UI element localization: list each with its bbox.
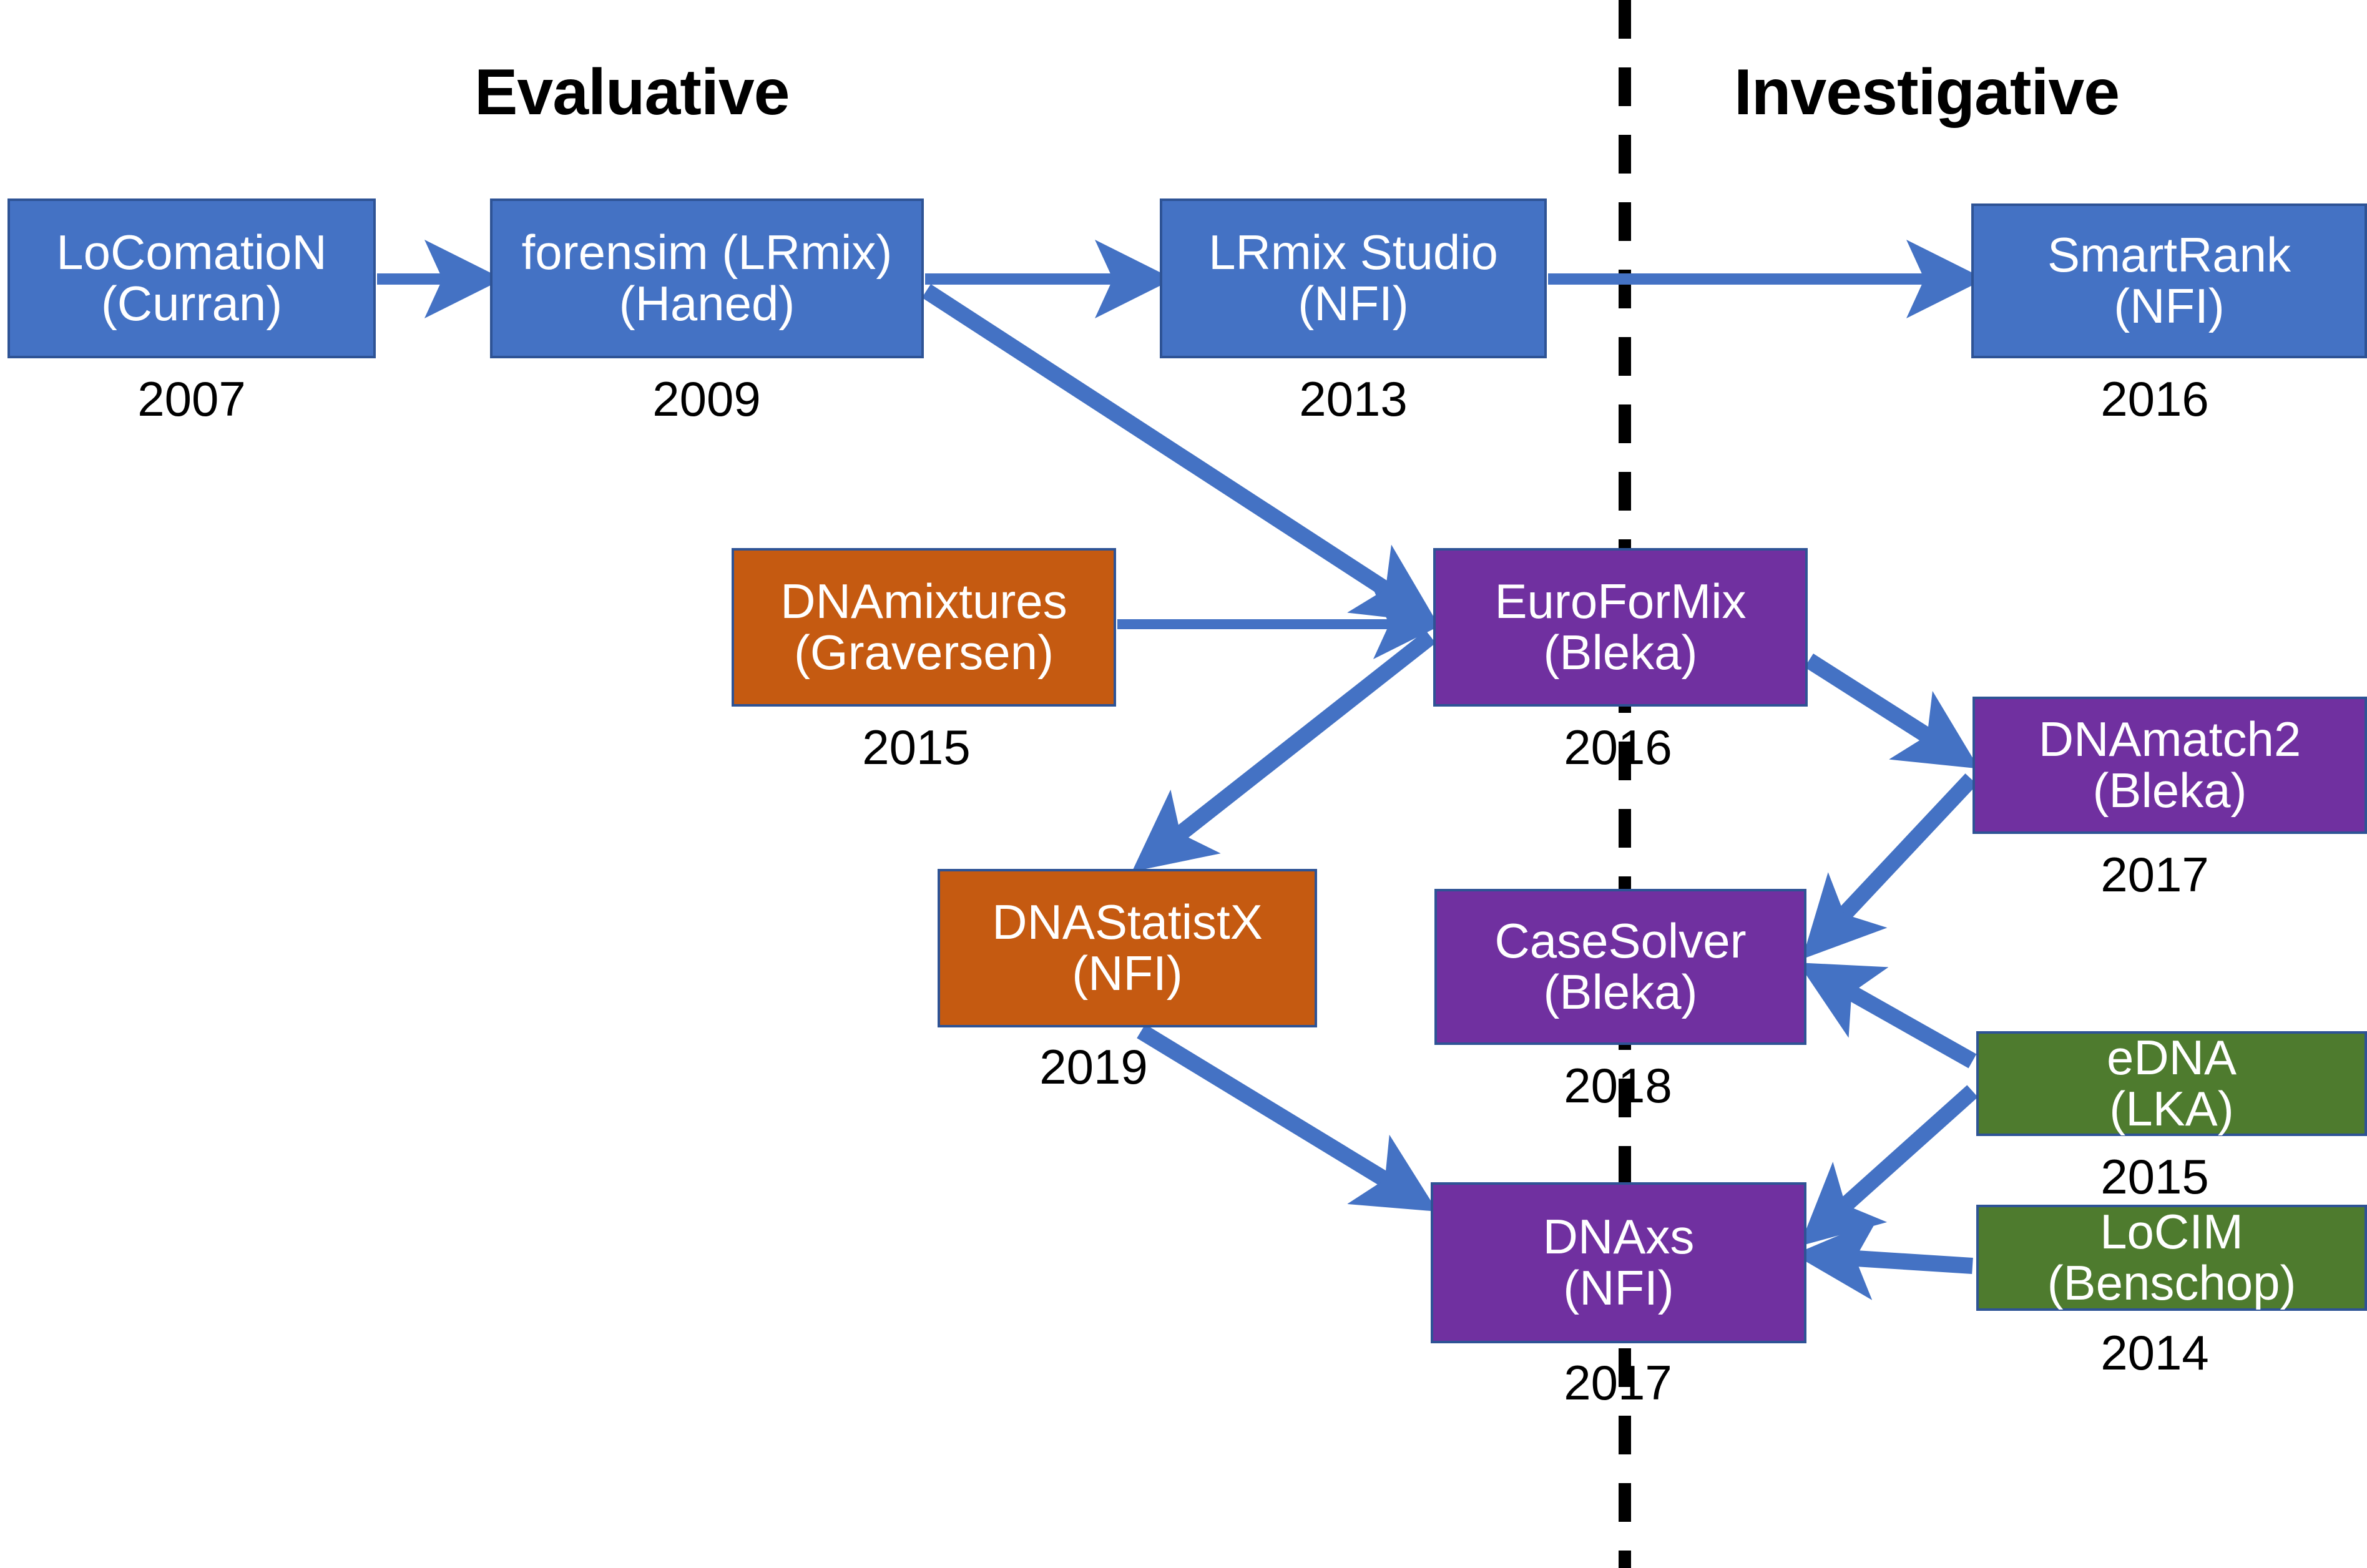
node-author: (NFI) [1298, 276, 1409, 331]
node-dnamixtures[interactable]: DNAmixtures (Graversen) [732, 548, 1116, 707]
section-title-investigative: Investigative [1734, 56, 2120, 129]
edge-euroformix-to-dnamatch2 [1805, 654, 1979, 769]
node-locim[interactable]: LoCIM (Benschop) [1976, 1205, 2367, 1311]
node-author: (Benschop) [2047, 1255, 2296, 1310]
edge-edna-to-casesolver [1798, 963, 1977, 1069]
year-locomation: 2007 [137, 371, 246, 426]
node-title: LoComatioN [56, 225, 327, 280]
node-author: (Haned) [619, 276, 795, 331]
node-title: DNAmixtures [780, 574, 1067, 629]
node-title: DNAxs [1542, 1209, 1695, 1265]
year-dnamixtures: 2015 [862, 720, 971, 775]
section-title-evaluative: Evaluative [474, 56, 790, 129]
node-dnastatistx[interactable]: DNAStatistX (NFI) [938, 869, 1317, 1027]
node-title: forensim (LRmix) [521, 225, 893, 280]
node-author: (Bleka) [1543, 964, 1698, 1019]
node-author: (Bleka) [1543, 625, 1698, 680]
node-author: (NFI) [1072, 946, 1183, 1001]
edge-euroformix-to-dnastatistx [1132, 630, 1436, 872]
edge-edna-to-dnaxs [1799, 1085, 1978, 1247]
year-lrmix-studio: 2013 [1299, 371, 1408, 426]
year-dnamatch2: 2017 [2100, 847, 2209, 902]
year-euroformix: 2016 [1564, 720, 1672, 775]
year-smartrank: 2016 [2100, 371, 2209, 426]
node-title: SmartRank [2047, 227, 2291, 283]
node-dnamatch2[interactable]: DNAmatch2 (Bleka) [1972, 697, 2367, 834]
node-euroformix[interactable]: EuroForMix (Bleka) [1433, 548, 1808, 707]
node-title: DNAmatch2 [2038, 712, 2301, 767]
node-author: (LKA) [2109, 1081, 2234, 1136]
node-author: (Graversen) [793, 625, 1054, 680]
node-lrmix-studio[interactable]: LRmix Studio (NFI) [1160, 198, 1547, 358]
node-author: (NFI) [1563, 1260, 1674, 1315]
node-title: eDNA [2106, 1030, 2237, 1085]
node-title: LRmix Studio [1208, 225, 1498, 280]
edge-dnamatch2-to-casesolver [1802, 773, 1977, 959]
node-smartrank[interactable]: SmartRank (NFI) [1971, 203, 2367, 358]
year-dnastatistx: 2019 [1039, 1039, 1148, 1094]
year-dnaxs: 2017 [1564, 1355, 1672, 1410]
node-author: (NFI) [2114, 278, 2225, 333]
year-edna: 2015 [2100, 1149, 2209, 1204]
node-dnaxs[interactable]: DNAxs (NFI) [1431, 1182, 1806, 1343]
node-locomation[interactable]: LoComatioN (Curran) [7, 198, 376, 358]
node-title: DNAStatistX [992, 894, 1263, 950]
node-title: LoCIM [2100, 1204, 2243, 1260]
node-author: (Curran) [100, 276, 283, 331]
node-title: EuroForMix [1494, 574, 1747, 629]
year-casesolver: 2018 [1564, 1058, 1672, 1113]
year-locim: 2014 [2100, 1325, 2209, 1380]
node-author: (Bleka) [2092, 763, 2247, 818]
node-casesolver[interactable]: CaseSolver (Bleka) [1434, 889, 1806, 1045]
node-title: CaseSolver [1494, 913, 1747, 969]
year-forensim: 2009 [652, 371, 761, 426]
edge-locim-to-dnaxs [1793, 1219, 1973, 1300]
node-forensim[interactable]: forensim (LRmix) (Haned) [490, 198, 924, 358]
node-edna[interactable]: eDNA (LKA) [1976, 1031, 2367, 1136]
